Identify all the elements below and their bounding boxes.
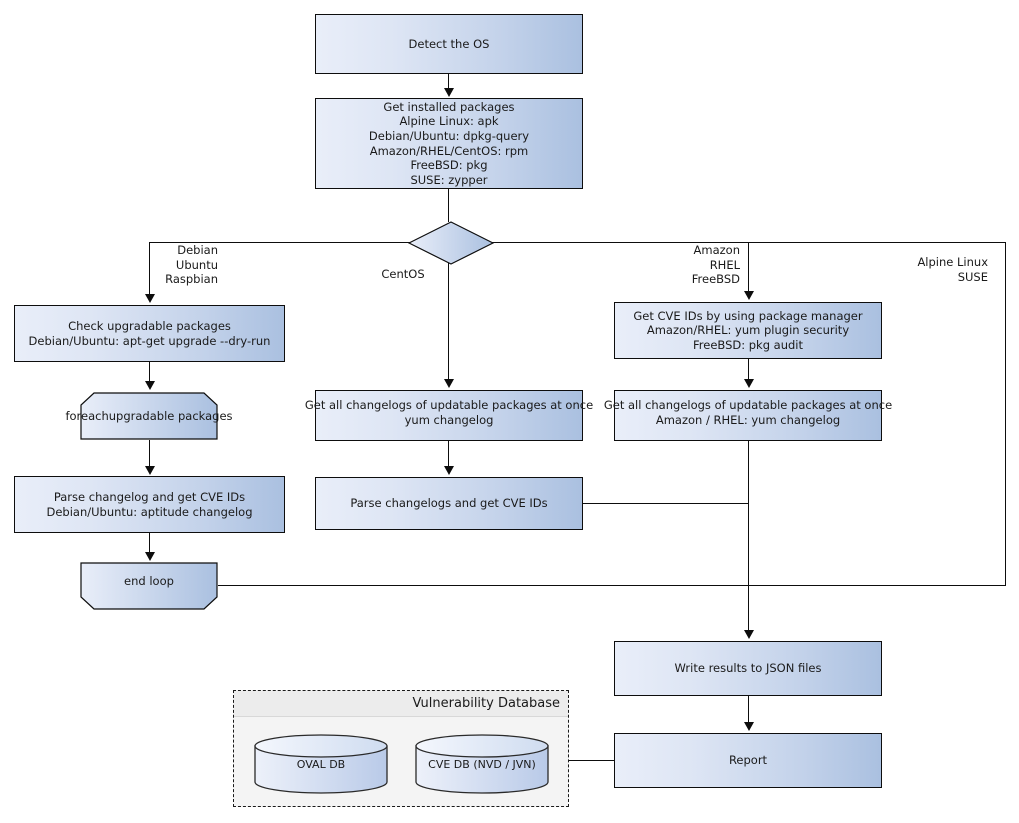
node-changelogs-amazon[interactable] bbox=[614, 390, 882, 441]
arrow-changelogs-to-parse-centos bbox=[444, 466, 454, 475]
edge-packages-to-decision bbox=[448, 189, 450, 222]
edge-check-to-foreach bbox=[149, 362, 151, 382]
node-write-results[interactable]: Write results to JSON files bbox=[614, 641, 882, 696]
edge-bus-left bbox=[149, 242, 410, 244]
edge-label-centos: CentOS bbox=[381, 267, 425, 281]
edge-label-amazon: Amazon RHEL FreeBSD bbox=[691, 243, 740, 287]
edge-label-debian: Debian Ubuntu Raspbian bbox=[165, 243, 218, 287]
arrow-trunk-to-write-results bbox=[744, 630, 754, 639]
edge-trunk-to-write-results bbox=[748, 441, 750, 630]
node-report[interactable]: Report bbox=[614, 733, 882, 788]
edge-centos-drop bbox=[448, 263, 450, 380]
vulnerability-database-group: Vulnerability Database OVAL DB bbox=[233, 690, 569, 807]
node-changelogs-centos[interactable] bbox=[315, 390, 583, 441]
edge-parse-to-endloop bbox=[149, 533, 151, 553]
node-end-loop-label: end loop bbox=[124, 574, 174, 588]
node-os-decision[interactable] bbox=[408, 221, 494, 265]
edge-foreach-to-parse bbox=[149, 440, 151, 466]
edge-alpine-rail bbox=[1005, 242, 1007, 586]
node-parse-changelogs-centos[interactable]: Parse changelogs and get CVE IDs bbox=[315, 477, 583, 530]
arrow-parse-to-endloop bbox=[145, 552, 155, 561]
arrow-write-to-report bbox=[744, 722, 754, 731]
node-parse-changelogs-centos-label: Parse changelogs and get CVE IDs bbox=[350, 496, 548, 511]
edge-write-to-report bbox=[748, 696, 750, 722]
node-report-label: Report bbox=[728, 753, 768, 768]
db-cve-label: CVE DB (NVD / JVN) bbox=[428, 757, 536, 771]
node-end-loop[interactable]: end loop bbox=[80, 562, 218, 610]
arrow-cveids-to-changelogs-amazon bbox=[744, 379, 754, 388]
edge-detect-to-packages bbox=[448, 74, 450, 90]
node-write-results-label: Write results to JSON files bbox=[674, 661, 822, 676]
edge-debian-drop bbox=[149, 242, 151, 294]
edge-parse-centos-to-trunk bbox=[583, 503, 749, 505]
edge-cveids-to-changelogs-amazon bbox=[748, 359, 750, 379]
edge-label-alpine: Alpine Linux SUSE bbox=[917, 255, 988, 284]
arrow-centos-drop bbox=[444, 379, 454, 388]
node-detect-os[interactable]: Detect the OS bbox=[315, 14, 583, 74]
arrow-debian-drop bbox=[145, 294, 155, 303]
arrow-foreach-to-parse bbox=[145, 466, 155, 475]
edge-vulndb-to-report bbox=[569, 760, 615, 762]
arrow-check-to-foreach bbox=[145, 381, 155, 390]
arrow-detect-to-packages bbox=[444, 88, 454, 97]
db-oval[interactable]: OVAL DB bbox=[253, 733, 389, 795]
edge-endloop-to-rail bbox=[218, 585, 1006, 587]
vulnerability-database-title: Vulnerability Database bbox=[234, 691, 568, 717]
arrow-amazon-drop bbox=[744, 291, 754, 300]
node-detect-os-label: Detect the OS bbox=[408, 36, 490, 51]
db-oval-label: OVAL DB bbox=[296, 757, 346, 771]
db-cve[interactable]: CVE DB (NVD / JVN) bbox=[414, 733, 550, 795]
edge-amazon-drop bbox=[748, 242, 750, 292]
edge-changelogs-to-parse-centos bbox=[448, 441, 450, 466]
